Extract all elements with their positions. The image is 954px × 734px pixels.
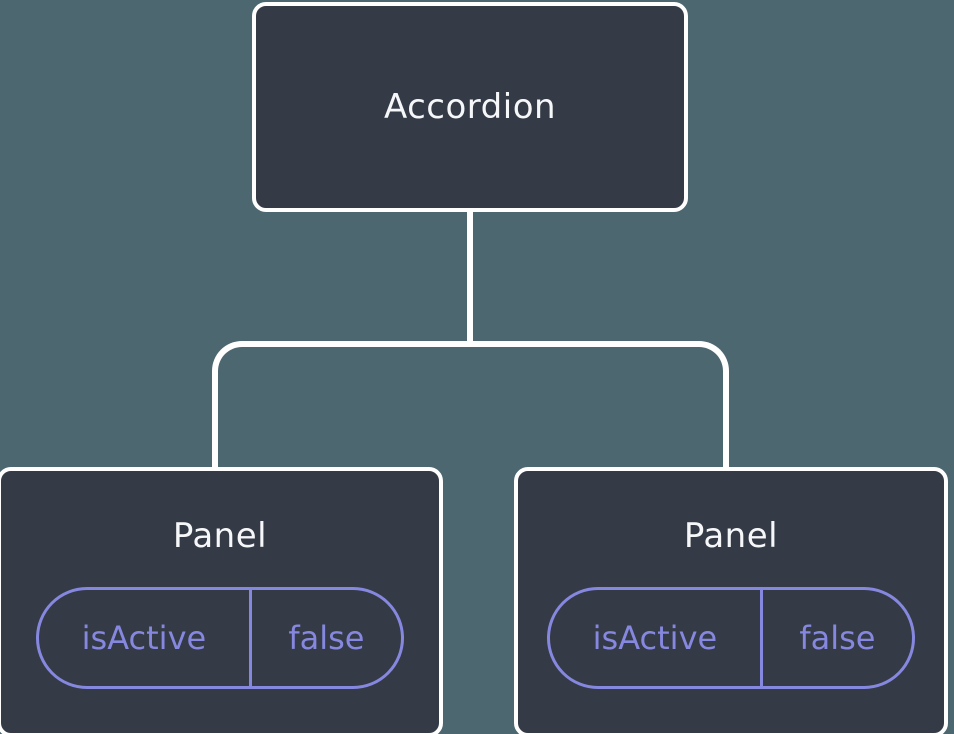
state-pill: isActive false (36, 586, 404, 689)
state-key: isActive (550, 589, 763, 686)
accordion-node: Accordion (252, 2, 688, 212)
panel-node-right: Panel isActive false (514, 467, 948, 734)
state-value: false (288, 618, 365, 657)
children-connector-bracket (212, 341, 729, 471)
panel-title: Panel (683, 516, 779, 556)
accordion-label: Accordion (383, 86, 557, 127)
state-value: false (799, 618, 876, 657)
state-pill: isActive false (547, 586, 915, 689)
panel-title: Panel (172, 516, 268, 556)
panel-node-left: Panel isActive false (0, 467, 443, 734)
state-key: isActive (39, 589, 252, 686)
root-connector-line (467, 210, 473, 347)
